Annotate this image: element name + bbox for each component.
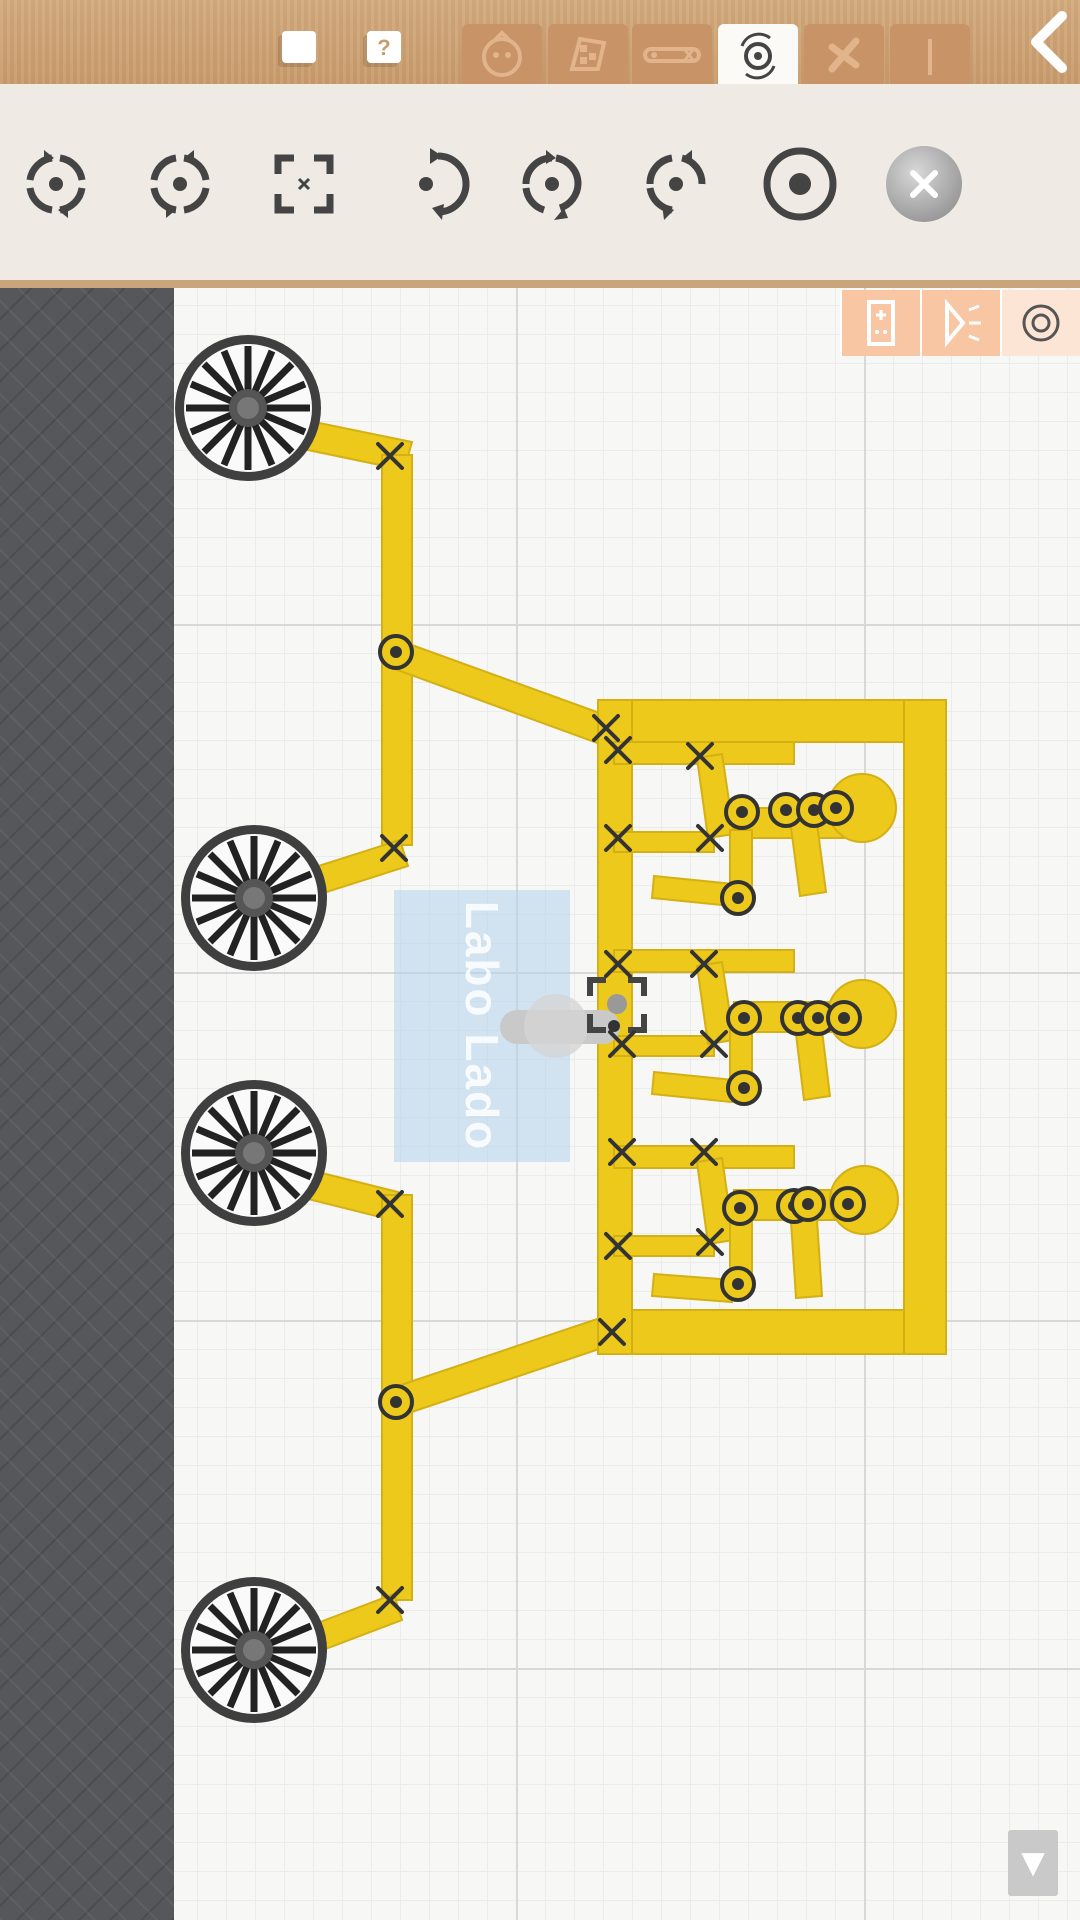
- rotate-counterclockwise-alt-tool[interactable]: [634, 142, 718, 226]
- selected-part-marker[interactable]: [587, 977, 647, 1033]
- pivot-point-icon: [763, 147, 837, 221]
- rotate-both-alt-icon: [150, 150, 210, 218]
- character-icon: [482, 30, 522, 77]
- tab-character[interactable]: [462, 24, 542, 84]
- white-square-icon[interactable]: [282, 31, 316, 63]
- delete-tool[interactable]: [882, 142, 966, 226]
- target-icon: [1022, 304, 1060, 342]
- sensor-mode-button[interactable]: [920, 290, 1000, 356]
- rotation-icon: [740, 32, 776, 80]
- light-sensor-icon: [945, 298, 981, 348]
- svg-text:?: ?: [377, 35, 390, 60]
- tool-palette: [0, 84, 1080, 288]
- rotate-counterclockwise-alt-icon: [646, 150, 706, 220]
- gamepad-icon: [867, 300, 895, 346]
- tab-rotation[interactable]: [718, 24, 798, 84]
- wheel[interactable]: [181, 1577, 327, 1723]
- fixed-point-tool[interactable]: [262, 142, 346, 226]
- help-icon[interactable]: ?: [367, 31, 401, 63]
- top-tab-bar: ?: [0, 0, 1080, 86]
- rotate-counterclockwise-icon: [522, 150, 582, 220]
- chassis-frame: [597, 699, 947, 1355]
- rotate-counterclockwise-tool[interactable]: [510, 142, 594, 226]
- tab-cross[interactable]: [804, 24, 884, 84]
- rotate-clockwise-tool[interactable]: [396, 142, 480, 226]
- tab-connector[interactable]: [632, 24, 712, 84]
- mode-buttons: [840, 290, 1080, 356]
- rotate-both-tool[interactable]: [14, 142, 98, 226]
- checkered-flag-icon: [569, 36, 607, 71]
- tab-stick[interactable]: [890, 24, 970, 84]
- cross-icon: [828, 37, 860, 73]
- wheel[interactable]: [181, 825, 327, 971]
- target-mode-button[interactable]: [1000, 290, 1080, 356]
- controller-mode-button[interactable]: [840, 290, 920, 356]
- wheel[interactable]: [181, 1080, 327, 1226]
- rotate-both-alt-tool[interactable]: [138, 142, 222, 226]
- stick-icon: [928, 39, 932, 75]
- connector-icon: [643, 47, 701, 63]
- rotate-both-icon: [26, 150, 86, 218]
- pivot-point-tool[interactable]: [758, 142, 842, 226]
- back-button[interactable]: [1012, 0, 1080, 84]
- parts-sidebar[interactable]: [0, 288, 174, 1920]
- delete-icon: [886, 146, 962, 222]
- tab-checkered-flag[interactable]: [548, 24, 628, 84]
- wheel[interactable]: [175, 335, 321, 481]
- scroll-down-button[interactable]: ▼: [1008, 1830, 1058, 1896]
- fixed-point-icon: [274, 154, 334, 214]
- rotate-clockwise-icon: [419, 148, 470, 220]
- chevron-left-icon: [1031, 11, 1067, 73]
